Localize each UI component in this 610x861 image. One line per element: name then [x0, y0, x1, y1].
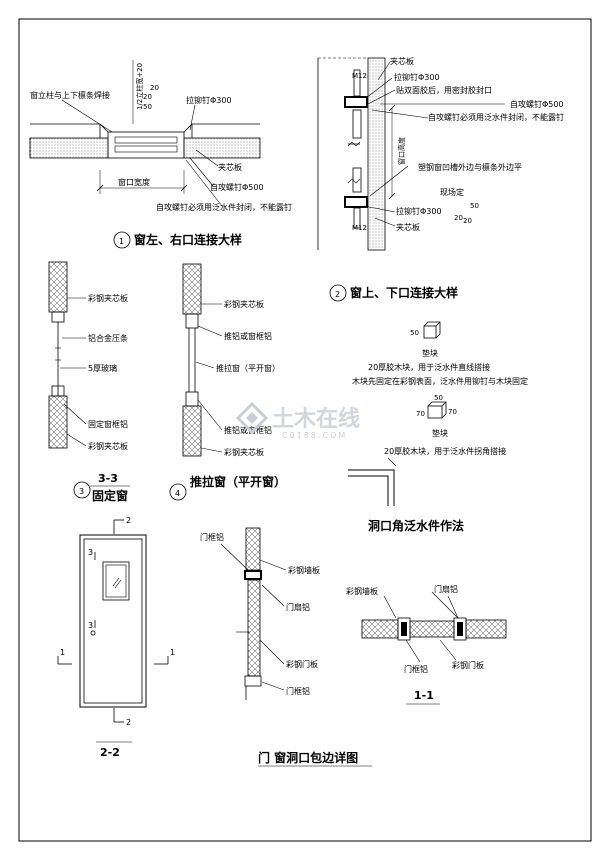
fl-label-pad1: 垫块: [422, 348, 438, 358]
fl-label-pad2: 垫块: [432, 428, 448, 438]
watermark-url: C0188.COM: [282, 431, 347, 440]
d22-label-door-leaf-al: 门扇铝: [286, 602, 310, 612]
d1-dim-20b: 20: [143, 93, 152, 101]
fl-dim-70b: 70: [448, 408, 457, 416]
d11-label-wall-panel: 彩钢墙板: [346, 586, 378, 596]
d4-title: 推拉窗（平开窗）: [190, 474, 286, 489]
d2-label-align: 塑钢窗凹槽外边与檩条外边平: [418, 162, 522, 172]
d1-dim-20a: 20: [150, 84, 159, 92]
d2-label-sandwich-bot: 夹芯板: [396, 222, 420, 232]
d2-label-height: 窗口高度: [397, 137, 406, 165]
door-section-2-2: [220, 527, 287, 700]
d4-label-panel-top: 彩钢夹芯板: [224, 299, 264, 309]
fl-note3: 20厚胶木块，用于泛水件拐角搭接: [384, 446, 506, 456]
fl-dim-70a: 70: [416, 410, 425, 418]
door-mark-3-bot: 3: [88, 621, 93, 630]
d4-number: 4: [175, 489, 180, 498]
watermark-name: 土木在线: [272, 406, 360, 432]
d2-dim-20a: 20: [454, 214, 463, 222]
d3-title: 固定窗: [92, 488, 128, 503]
d2-label-rivet-bot: 拉铆钉Φ300: [396, 206, 442, 216]
d2-label-m12-bot: M12: [352, 224, 367, 232]
door-mark-3-top: 3: [88, 548, 93, 557]
d4-label-sash: 推拉窗（平开窗）: [216, 363, 280, 373]
sheet-border: [18, 18, 592, 842]
door-section-1-1: [361, 591, 507, 705]
d2-label-screw: 自攻螺钉Φ500: [510, 99, 564, 109]
detail-1-window-side-joint: [29, 60, 261, 249]
d11-section: 1-1: [414, 689, 434, 702]
d22-label-door-frame: 门框铝: [200, 532, 224, 542]
detail-2-window-top-bottom-joint: [317, 57, 505, 302]
d1-label-mullion: 窗立柱与上下檩条焊接: [30, 90, 110, 100]
d2-label-m12-top: M12: [352, 72, 367, 80]
d1-label-screw: 自攻螺钉Φ500: [210, 182, 264, 192]
d1-label-note: 自攻螺钉必须用泛水件封闭，不能露钉: [156, 202, 292, 212]
d11-label-door-panel: 彩钢门板: [452, 660, 484, 670]
door-section-22: 2-2: [100, 746, 120, 759]
d2-label-note: 自攻螺钉必须用泛水件封闭，不能露钉: [428, 112, 564, 122]
fl-note2: 木块先固定在彩钢表面，泛水件用铆钉与木块固定: [352, 376, 528, 386]
d11-label-frame-al: 门框铝: [404, 664, 428, 674]
d3-label-strip: 铝合金压条: [88, 333, 128, 343]
d2-label-rivet-top: 拉铆钉Φ300: [394, 72, 440, 82]
d3-label-glass: 5厚玻璃: [88, 363, 117, 373]
door-mark-1-right: 1: [170, 648, 175, 657]
d1-label-width: 窗口宽度: [118, 177, 150, 187]
flashing-detail: [348, 321, 447, 506]
d22-label-wall-panel: 彩钢墙板: [288, 565, 320, 575]
d3-section: 3-3: [98, 472, 118, 485]
fl-note1: 20厚胶木块，用于泛水件直线搭接: [368, 362, 490, 372]
d22-label-door-frame-bot: 门框铝: [286, 686, 310, 696]
d2-title: 窗上、下口连接大样: [350, 285, 458, 300]
fl-dim-50b: 50: [434, 394, 443, 402]
d1-dim-50: 50: [143, 103, 152, 111]
watermark-logo-icon: [235, 401, 269, 435]
fl-title: 洞口角泛水件作法: [368, 518, 464, 533]
d11-label-leaf-al: 门扇铝: [434, 584, 458, 594]
d3-label-panel-top: 彩钢夹芯板: [88, 293, 128, 303]
d1-dim-vertical: 1/2立柱宽+20: [135, 63, 144, 110]
d2-label-site: 现场定: [440, 187, 464, 197]
door-mark-2-top: 2: [126, 516, 131, 525]
d4-label-panel-bot: 彩钢夹芯板: [224, 447, 264, 457]
d2-label-glue: 贴双面胶后，用密封胶封口: [396, 85, 492, 95]
d2-dim-20b: 20: [463, 217, 472, 225]
d1-label-rivet: 拉铆钉Φ300: [186, 95, 232, 105]
door-mark-2-bot: 2: [126, 718, 131, 727]
d3-label-panel-bot: 彩钢夹芯板: [88, 441, 128, 451]
d1-title: 窗左、右口连接大样: [134, 232, 242, 247]
d2-dim-50: 50: [470, 202, 479, 210]
d1-number: 1: [119, 237, 124, 246]
d3-number: 3: [79, 487, 84, 496]
fl-dim-50: 50: [410, 329, 419, 337]
watermark: 土木在线 C0188.COM: [235, 401, 360, 440]
door-mark-1-left: 1: [60, 648, 65, 657]
d2-label-sandwich-top: 夹芯板: [390, 56, 414, 66]
d1-label-sandwich: 夹芯板: [218, 162, 242, 172]
d4-label-frame-top: 推铝或窗框铝: [224, 331, 272, 341]
d22-label-door-panel: 彩钢门板: [286, 659, 318, 669]
detail-4-sliding-window: [169, 263, 223, 501]
d3-label-frame: 固定窗框铝: [88, 419, 128, 429]
door-elevation: [57, 519, 169, 743]
footer-title: 门 窗洞口包边详图: [258, 750, 358, 765]
detail-3-fixed-window: [48, 261, 130, 499]
d2-number: 2: [335, 290, 340, 299]
